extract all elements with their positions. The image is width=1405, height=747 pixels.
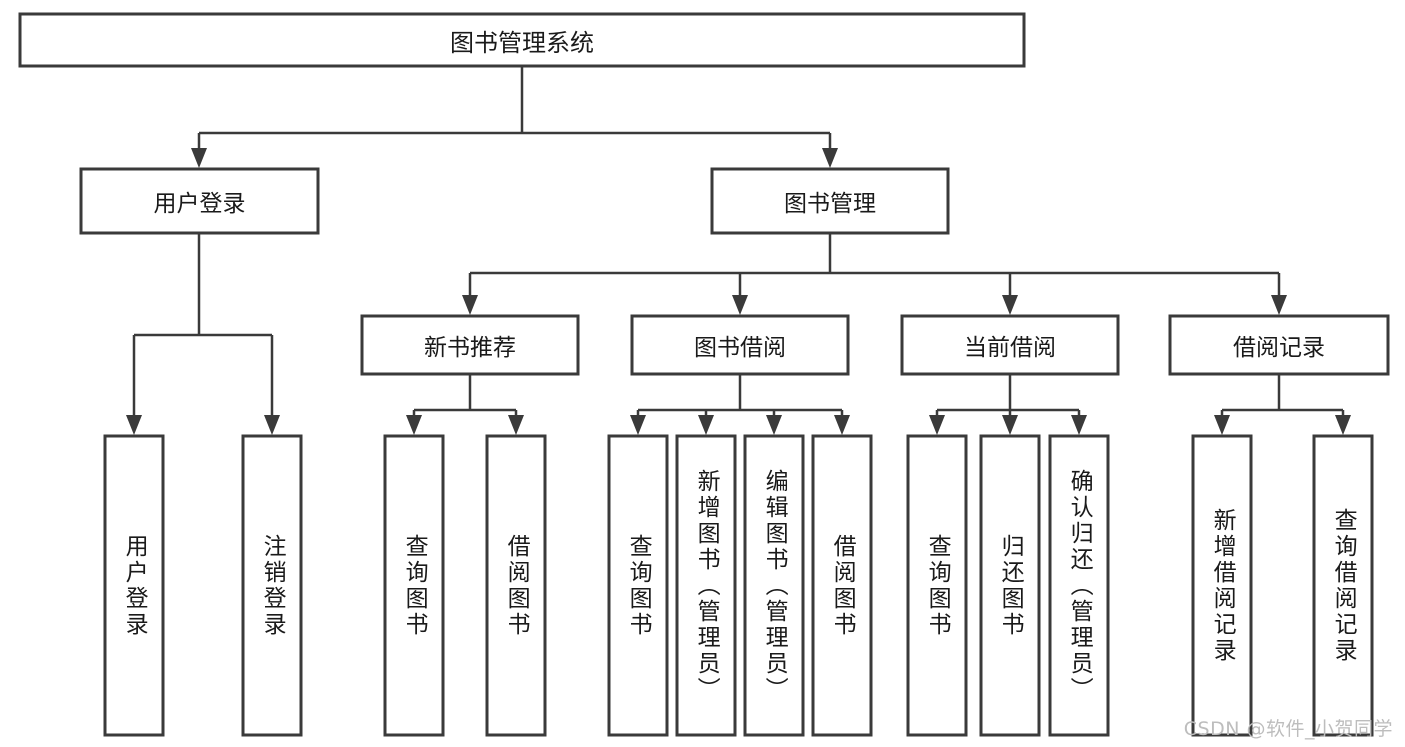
- arrow-head-icon: [462, 295, 478, 315]
- node-label-wrap-book-manage: 图书管理: [712, 169, 948, 233]
- node-label-wrap-leaf-nbr-borrow: 借阅图书: [487, 436, 545, 735]
- node-box-leaf-bb-add[interactable]: [675, 434, 737, 737]
- node-label-leaf-user-logout: 注销登录: [259, 533, 286, 638]
- connector-group-conn-book-manage: [462, 233, 1287, 315]
- node-box-leaf-nbr-query[interactable]: [383, 434, 445, 737]
- node-box-leaf-br-query[interactable]: [1312, 434, 1374, 737]
- arrow-head-icon: [766, 415, 782, 435]
- arrow-head-icon: [929, 415, 945, 435]
- node-label-wrap-user-login: 用户登录: [81, 169, 318, 233]
- node-label-wrap-leaf-bb-edit: 编辑图书（管理员）: [745, 436, 803, 735]
- arrow-head-icon: [732, 295, 748, 315]
- node-box-leaf-user-login[interactable]: [103, 434, 165, 737]
- arrow-head-icon: [630, 415, 646, 435]
- node-label-wrap-leaf-nbr-query: 查询图书: [385, 436, 443, 735]
- node-label-leaf-bb-borrow: 借阅图书: [829, 533, 856, 638]
- node-label-wrap-leaf-br-query: 查询借阅记录: [1314, 436, 1372, 735]
- node-box-leaf-user-logout[interactable]: [241, 434, 303, 737]
- node-label-wrap-leaf-cb-confirm: 确认归还（管理员）: [1050, 436, 1108, 735]
- node-label-leaf-cb-return: 归还图书: [997, 533, 1024, 638]
- node-label-current-borrow: 当前借阅: [964, 335, 1056, 361]
- node-label-wrap-root: 图书管理系统: [20, 14, 1024, 66]
- node-label-wrap-leaf-cb-query: 查询图书: [908, 436, 966, 735]
- node-label-wrap-book-borrow: 图书借阅: [632, 316, 848, 374]
- node-label-wrap-leaf-user-logout: 注销登录: [243, 436, 301, 735]
- node-box-root[interactable]: [18, 12, 1026, 68]
- arrow-head-icon: [698, 415, 714, 435]
- node-label-wrap-leaf-bb-query: 查询图书: [609, 436, 667, 735]
- node-box-leaf-bb-query[interactable]: [607, 434, 669, 737]
- node-label-leaf-nbr-borrow: 借阅图书: [503, 533, 530, 638]
- node-box-leaf-br-add[interactable]: [1191, 434, 1253, 737]
- node-label-wrap-current-borrow: 当前借阅: [902, 316, 1118, 374]
- connector-group-conn-new-book-rec: [406, 374, 524, 435]
- arrow-head-icon: [1271, 295, 1287, 315]
- arrow-head-icon: [508, 415, 524, 435]
- node-box-new-book-rec[interactable]: [360, 314, 580, 376]
- node-label-leaf-br-add: 新增借阅记录: [1209, 507, 1236, 664]
- node-label-leaf-user-login: 用户登录: [121, 533, 148, 638]
- arrow-head-icon: [1335, 415, 1351, 435]
- node-label-leaf-br-query: 查询借阅记录: [1330, 507, 1357, 664]
- node-label-leaf-bb-add: 新增图书（管理员）: [693, 468, 720, 703]
- node-label-leaf-bb-query: 查询图书: [625, 533, 652, 638]
- arrow-head-icon: [1071, 415, 1087, 435]
- arrow-head-icon: [264, 415, 280, 435]
- node-box-leaf-cb-return[interactable]: [979, 434, 1041, 737]
- node-box-leaf-bb-edit[interactable]: [743, 434, 805, 737]
- node-box-leaf-nbr-borrow[interactable]: [485, 434, 547, 737]
- arrow-head-icon: [1002, 415, 1018, 435]
- node-label-book-manage: 图书管理: [784, 191, 876, 217]
- node-label-leaf-cb-query: 查询图书: [924, 533, 951, 638]
- arrow-head-icon: [126, 415, 142, 435]
- connector-group-conn-root: [191, 66, 838, 168]
- node-label-new-book-rec: 新书推荐: [424, 335, 516, 361]
- connector-group-conn-current-borrow: [929, 374, 1087, 435]
- connector-group-conn-book-borrow: [630, 374, 850, 435]
- node-label-book-borrow: 图书借阅: [694, 335, 786, 361]
- node-label-wrap-borrow-record: 借阅记录: [1170, 316, 1388, 374]
- node-box-borrow-record[interactable]: [1168, 314, 1390, 376]
- node-label-wrap-leaf-cb-return: 归还图书: [981, 436, 1039, 735]
- node-label-root: 图书管理系统: [450, 28, 594, 57]
- node-box-user-login[interactable]: [79, 167, 320, 235]
- connector-group-conn-user-login: [126, 233, 280, 435]
- node-box-book-borrow[interactable]: [630, 314, 850, 376]
- node-box-leaf-cb-query[interactable]: [906, 434, 968, 737]
- node-box-current-borrow[interactable]: [900, 314, 1120, 376]
- node-label-wrap-leaf-user-login: 用户登录: [105, 436, 163, 735]
- node-label-wrap-leaf-br-add: 新增借阅记录: [1193, 436, 1251, 735]
- node-label-wrap-leaf-bb-borrow: 借阅图书: [813, 436, 871, 735]
- watermark-label: CSDN @软件_小贺同学: [1183, 718, 1393, 740]
- node-label-wrap-new-book-rec: 新书推荐: [362, 316, 578, 374]
- node-label-leaf-nbr-query: 查询图书: [401, 533, 428, 638]
- arrow-head-icon: [1214, 415, 1230, 435]
- arrow-head-icon: [834, 415, 850, 435]
- node-label-leaf-cb-confirm: 确认归还（管理员）: [1066, 468, 1093, 703]
- node-label-user-login: 用户登录: [153, 191, 246, 217]
- arrow-head-icon: [191, 148, 207, 168]
- arrow-head-icon: [822, 148, 838, 168]
- arrow-head-icon: [1002, 295, 1018, 315]
- node-box-leaf-bb-borrow[interactable]: [811, 434, 873, 737]
- node-box-leaf-cb-confirm[interactable]: [1048, 434, 1110, 737]
- node-label-leaf-bb-edit: 编辑图书（管理员）: [761, 468, 788, 703]
- connector-group-conn-borrow-record: [1214, 374, 1351, 435]
- arrow-head-icon: [406, 415, 422, 435]
- node-label-borrow-record: 借阅记录: [1233, 335, 1325, 361]
- node-box-book-manage[interactable]: [710, 167, 950, 235]
- node-label-wrap-leaf-bb-add: 新增图书（管理员）: [677, 436, 735, 735]
